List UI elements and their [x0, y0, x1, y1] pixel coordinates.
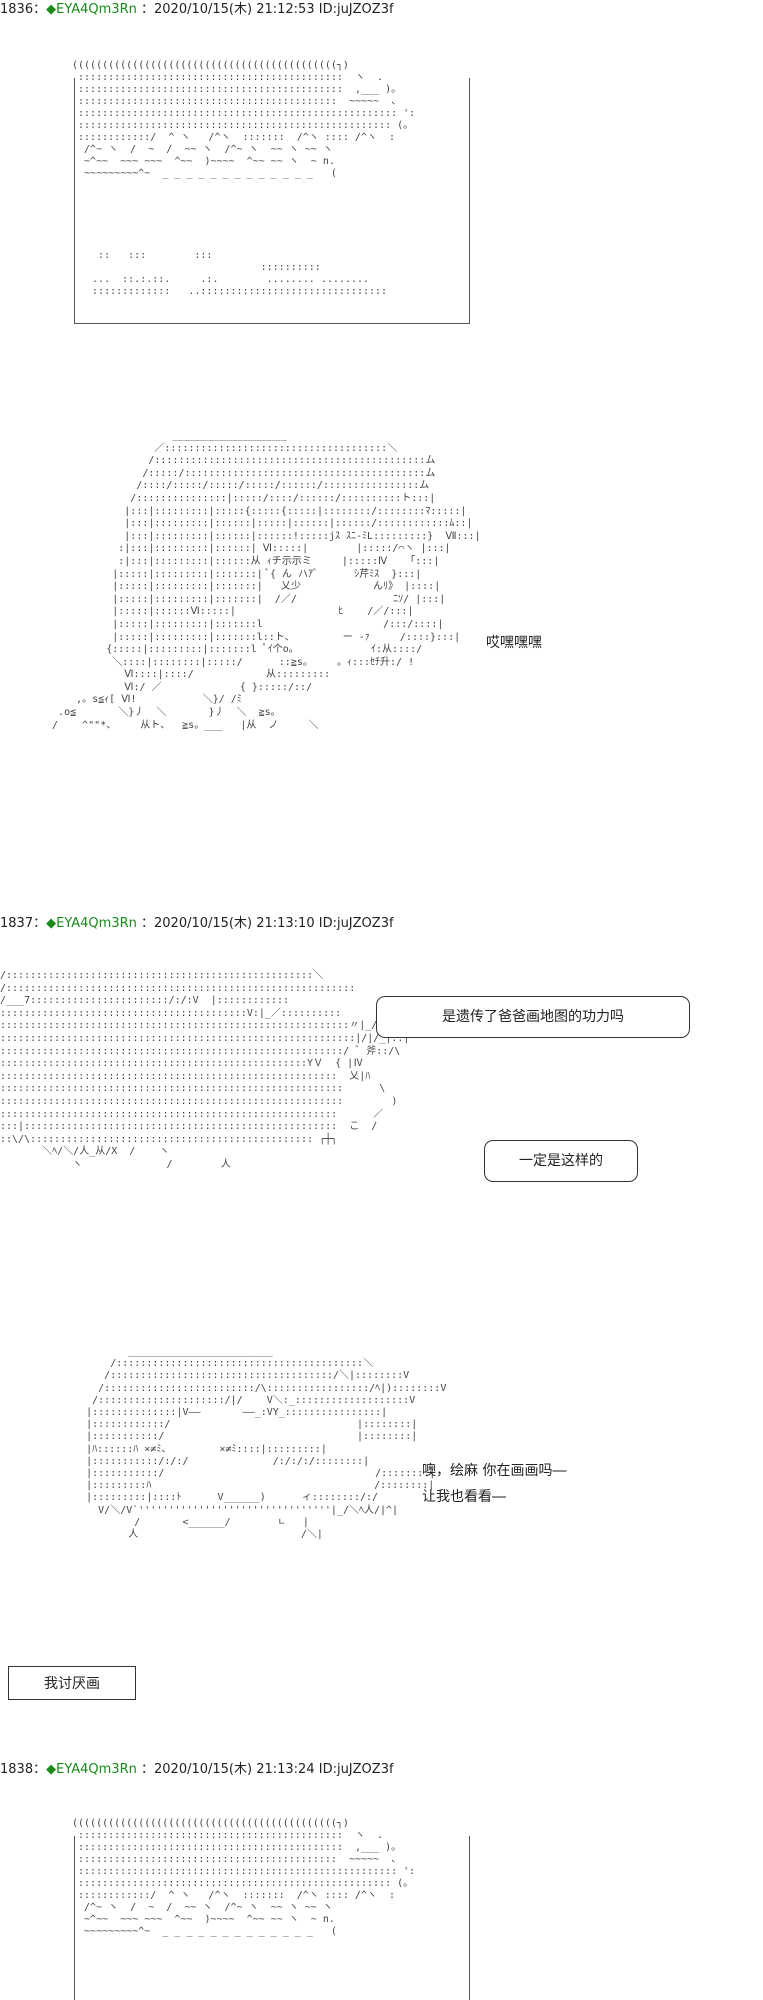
- trip-code[interactable]: EYA4Qm3Rn: [56, 2, 137, 17]
- post-id[interactable]: ID:juJZOZ3f: [318, 2, 394, 17]
- post-header: 1836：◆EYA4Qm3Rn ：2020/10/15(木) 21:12:53 …: [0, 2, 394, 18]
- speech-confirm: 一定是这样的: [519, 1153, 603, 1169]
- landscape-frame: [74, 78, 470, 324]
- post-datetime: ：2020/10/15(木) 21:12:53: [141, 2, 315, 17]
- post-datetime: ：2020/10/15(木) 21:13:24: [141, 1762, 315, 1777]
- separator: ：: [33, 916, 47, 931]
- speech-bubble-question: 是遗传了爸爸画地图的功力吗: [376, 996, 690, 1038]
- speech-question: 是遗传了爸爸画地图的功力吗: [442, 1009, 624, 1025]
- speech-laugh: 哎嘿嘿嘿: [486, 635, 542, 651]
- speech-ask-line1: 噢，绘麻 你在画画吗―: [422, 1463, 567, 1479]
- landscape-panel: ((((((((((((((((((((((((((((((((((((((((…: [72, 60, 472, 330]
- speech-bubble-confirm: 一定是这样的: [484, 1140, 638, 1182]
- post-header: 1837：◆EYA4Qm3Rn ：2020/10/15(木) 21:13:10 …: [0, 916, 394, 932]
- landscape-panel-repeat: ((((((((((((((((((((((((((((((((((((((((…: [72, 1818, 472, 2000]
- post-id[interactable]: ID:juJZOZ3f: [318, 1762, 394, 1777]
- landscape-art-lower: :: ::: ::: :::::::::: ... ::.:.::. .:. .…: [92, 250, 388, 297]
- post-datetime: ：2020/10/15(木) 21:13:10: [141, 916, 315, 931]
- trip-diamond-icon: ◆: [46, 2, 57, 17]
- speech-ask-line2: 让我也看看―: [422, 1489, 506, 1505]
- speech-box-dislike: 我讨厌画: [8, 1666, 136, 1700]
- separator: ：: [33, 1762, 47, 1777]
- separator: ：: [33, 2, 47, 17]
- post-number: 1838: [0, 1762, 34, 1777]
- speech-dislike: 我讨厌画: [44, 1676, 100, 1692]
- trip-diamond-icon: ◆: [46, 1762, 57, 1777]
- trip-code[interactable]: EYA4Qm3Rn: [56, 916, 137, 931]
- girl-face-art: ___________________ ／:::::::::::::::::::…: [52, 430, 481, 731]
- landscape-frame-repeat: [74, 1836, 470, 2000]
- post-number: 1837: [0, 916, 34, 931]
- trip-diamond-icon: ◆: [46, 916, 57, 931]
- landscape-art: ((((((((((((((((((((((((((((((((((((((((…: [72, 60, 416, 179]
- trip-code[interactable]: EYA4Qm3Rn: [56, 1762, 137, 1777]
- post-number: 1836: [0, 2, 34, 17]
- post-id[interactable]: ID:juJZOZ3f: [318, 916, 394, 931]
- side-girl-art: /:::::::::::::::::::::::::::::::::::::::…: [0, 970, 410, 1170]
- small-girl-art: ________________________ /::::::::::::::…: [86, 1346, 447, 1541]
- post-header: 1838：◆EYA4Qm3Rn ：2020/10/15(木) 21:13:24 …: [0, 1762, 394, 1778]
- landscape-art-repeat: ((((((((((((((((((((((((((((((((((((((((…: [72, 1818, 416, 1937]
